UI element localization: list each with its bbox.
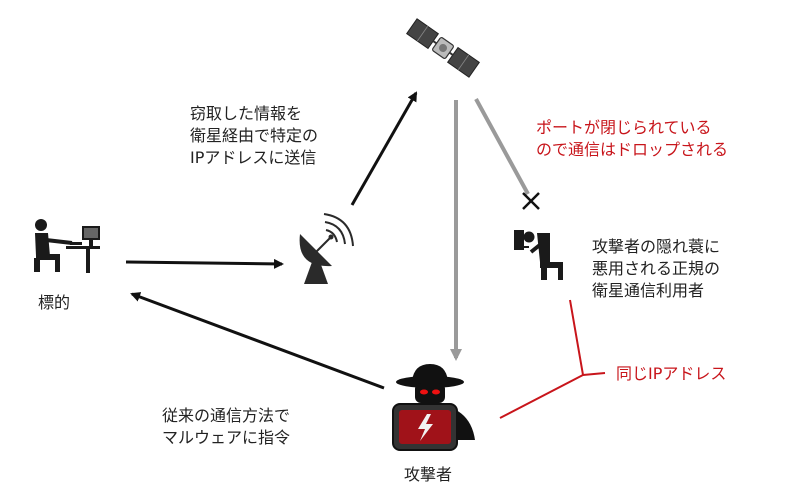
legit-user-icon: [514, 230, 563, 280]
exfil-note: 窃取した情報を 衛星経由で特定の IPアドレスに送信: [190, 104, 319, 167]
satellite-icon: [406, 18, 480, 78]
same-ip-bracket: [499, 299, 606, 419]
attacker-label: 攻撃者: [404, 465, 453, 484]
drop-x-icon: [522, 192, 540, 210]
command-note: 従来の通信方法で マルウェアに指令: [162, 406, 291, 447]
satellite-dish-icon: [299, 213, 354, 284]
port-closed-note: ポートが閉じられている ので通信はドロップされる: [536, 118, 729, 159]
arrow-dish-to-satellite: [350, 91, 418, 206]
attacker-icon: [392, 364, 475, 451]
arrow-attacker-to-target: [130, 292, 385, 390]
legit-user-label: 攻撃者の隠れ蓑に 悪用される正規の 衛星通信利用者: [592, 237, 721, 300]
target-person-icon: [34, 219, 100, 273]
arrow-target-to-dish: [125, 258, 284, 269]
arrow-satellite-to-user: [474, 98, 530, 195]
target-label: 標的: [38, 293, 71, 312]
same-ip-note: 同じIPアドレス: [616, 364, 727, 383]
